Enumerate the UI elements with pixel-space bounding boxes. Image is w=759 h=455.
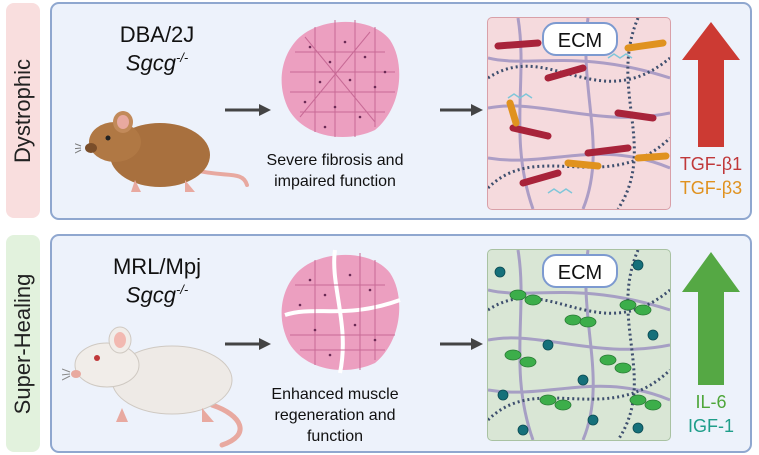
ecm-fibers-collagen (488, 18, 670, 209)
super-healing-ecm-panel: ECM (487, 249, 671, 441)
super-healing-label: Super-Healing (10, 273, 35, 414)
regenerating-muscle-tissue (281, 249, 401, 374)
white-mouse-illustration (62, 326, 243, 448)
arrow-to-ecm (440, 338, 483, 350)
super-healing-strain-label: MRL/Mpj Sgcg-/- (92, 254, 222, 308)
dystrophic-caption: Severe fibrosis and impaired function (266, 152, 404, 190)
factor-tgf-b3: TGF-β3 (679, 178, 743, 198)
strain-name: DBA/2J (119, 22, 195, 47)
dystrophic-strain-label: DBA/2J Sgcg-/- (92, 22, 222, 76)
ecm-label: ECM (542, 22, 618, 56)
arrow-to-tissue (225, 338, 271, 350)
brown-mouse-illustration (75, 111, 249, 192)
upregulation-arrow-green (682, 252, 740, 385)
super-healing-caption: Enhanced muscle regeneration and functio… (271, 386, 399, 445)
factor-tgf-b1: TGF-β1 (679, 154, 743, 174)
dystrophic-side-tab: Dystrophic (6, 3, 40, 218)
ecm-fibers-healing (488, 250, 670, 440)
super-healing-side-tab: Super-Healing (6, 235, 40, 452)
factor-igf-1: IGF-1 (687, 416, 734, 436)
strain-name: MRL/Mpj (112, 254, 201, 279)
arrow-to-ecm (440, 104, 483, 116)
arrow-to-tissue (225, 104, 271, 116)
ecm-label: ECM (542, 254, 618, 288)
dystrophic-label: Dystrophic (10, 58, 35, 163)
genotype-label: Sgcg-/- (125, 50, 189, 76)
dystrophic-ecm-panel: ECM (487, 17, 671, 210)
upregulation-arrow-red (682, 22, 740, 147)
genotype-label: Sgcg-/- (125, 282, 189, 308)
fibrotic-muscle-tissue (281, 20, 400, 138)
factor-il-6: IL-6 (695, 392, 727, 412)
